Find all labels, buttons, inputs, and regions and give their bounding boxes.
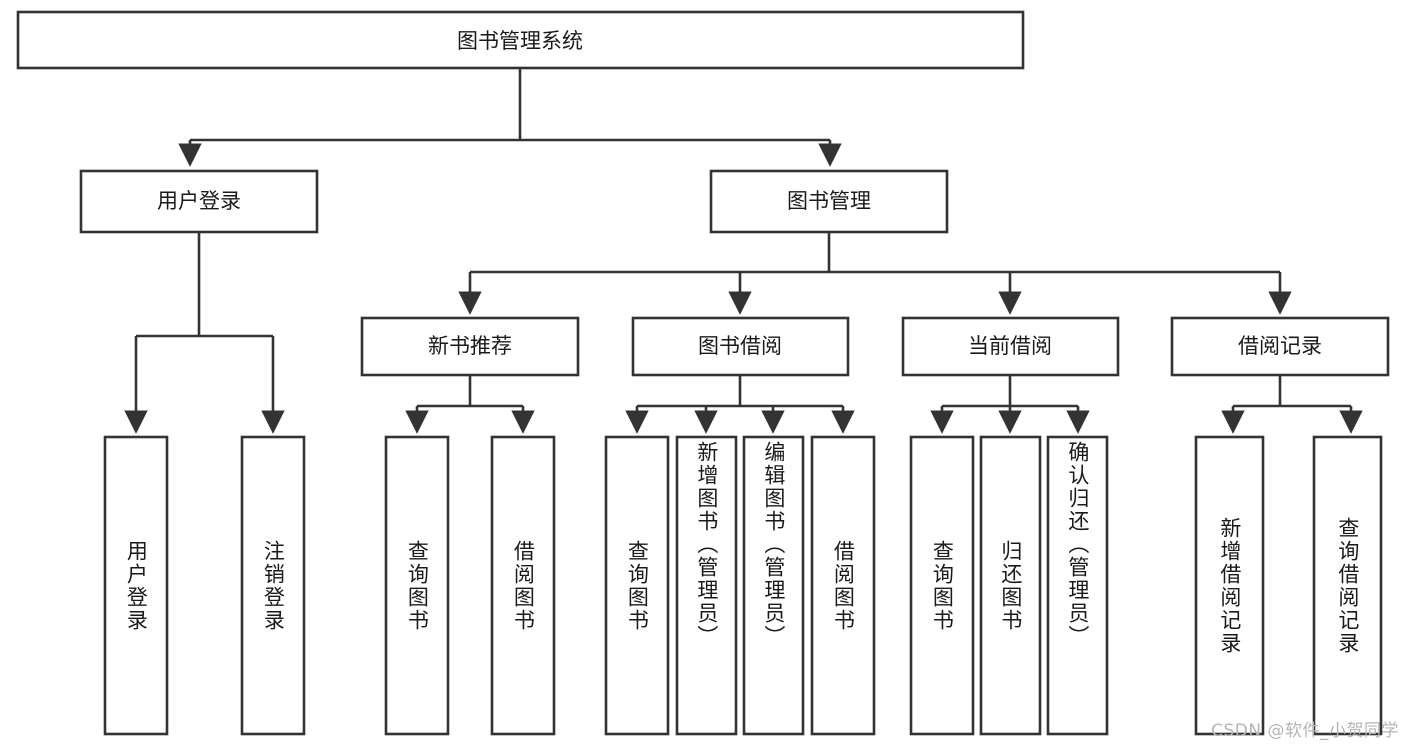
leaf-label-user-login-2: 注销登录 [261,539,286,632]
node-book-borrow-label: 图书借阅 [698,334,782,358]
leaf-label-new-book-1: 查询图书 [405,539,430,632]
node-new-book-recommend[interactable]: 新书推荐 [360,316,580,377]
node-user-login-label: 用户登录 [157,189,241,213]
leaf-label-book-borrow-2: 新增图书（管理员） [694,441,719,648]
csdn-watermark: CSDN @软件_小贺同学 [1211,721,1399,741]
edge-group-book-manage [458,232,1292,315]
leaf-label-wrap-current-borrow-1: 查询图书 [911,437,973,734]
edge-group-user-login [124,232,285,434]
leaf-label-borrow-record-2: 查询借阅记录 [1335,516,1360,655]
leaf-box-user-login-1[interactable] [103,435,169,736]
leaf-label-wrap-user-login-1: 用户登录 [105,437,167,734]
leaf-label-user-login-1: 用户登录 [124,539,149,632]
leaf-box-book-borrow-2[interactable] [675,435,738,736]
leaf-box-book-borrow-4[interactable] [810,435,876,736]
leaf-label-borrow-record-1: 新增借阅记录 [1217,516,1242,655]
leaf-label-book-borrow-1: 查询图书 [625,539,650,632]
node-book-borrow[interactable]: 图书借阅 [631,316,850,377]
node-current-borrow-label: 当前借阅 [968,334,1052,358]
leaf-label-wrap-user-login-2: 注销登录 [242,437,304,734]
node-root-label: 图书管理系统 [457,29,583,53]
leaf-box-current-borrow-2[interactable] [979,435,1042,736]
leaf-label-book-borrow-4: 借阅图书 [831,539,856,632]
node-current-borrow[interactable]: 当前借阅 [901,316,1120,377]
leaf-label-current-borrow-1: 查询图书 [930,539,955,632]
leaf-box-book-borrow-1[interactable] [604,435,670,736]
edge-group-new-book [405,375,535,434]
leaf-label-wrap-book-borrow-3: 编辑图书（管理员） [744,441,803,734]
leaf-box-borrow-record-2[interactable] [1312,435,1383,736]
leaf-label-book-borrow-3: 编辑图书（管理员） [761,441,786,648]
node-new-book-recommend-label: 新书推荐 [428,334,512,358]
node-book-manage-label: 图书管理 [787,189,871,213]
leaf-box-book-borrow-3[interactable] [742,435,805,736]
leaf-label-wrap-new-book-1: 查询图书 [386,437,448,734]
leaf-box-current-borrow-3[interactable] [1046,435,1109,736]
leaf-label-current-borrow-2: 归还图书 [998,539,1023,632]
leaf-label-wrap-book-borrow-2: 新增图书（管理员） [677,441,736,734]
leaf-box-new-book-1[interactable] [384,435,450,736]
leaf-label-new-book-2: 借阅图书 [511,539,536,632]
node-book-manage[interactable]: 图书管理 [709,169,949,234]
leaf-label-wrap-current-borrow-2: 归还图书 [981,437,1040,734]
node-root[interactable]: 图书管理系统 [16,10,1025,70]
leaf-box-current-borrow-1[interactable] [909,435,975,736]
leaf-label-wrap-borrow-record-1: 新增借阅记录 [1196,437,1263,734]
node-borrow-record[interactable]: 借阅记录 [1170,316,1390,377]
leaf-label-wrap-book-borrow-4: 借阅图书 [812,437,874,734]
leaf-label-wrap-new-book-2: 借阅图书 [492,437,554,734]
edge-group-root [178,68,842,167]
leaf-box-borrow-record-1[interactable] [1194,435,1265,736]
leaf-label-wrap-borrow-record-2: 查询借阅记录 [1314,437,1381,734]
leaf-label-current-borrow-3: 确认归还（管理员） [1065,441,1090,648]
edge-group-current-borrow [930,375,1090,434]
leaf-label-wrap-current-borrow-3: 确认归还（管理员） [1048,441,1107,734]
leaf-box-new-book-2[interactable] [490,435,556,736]
node-borrow-record-label: 借阅记录 [1238,334,1322,358]
node-user-login[interactable]: 用户登录 [79,169,319,234]
edge-group-book-borrow [625,375,855,434]
leaf-label-wrap-book-borrow-1: 查询图书 [606,437,668,734]
leaf-box-user-login-2[interactable] [240,435,306,736]
edge-group-borrow-record [1221,375,1363,434]
